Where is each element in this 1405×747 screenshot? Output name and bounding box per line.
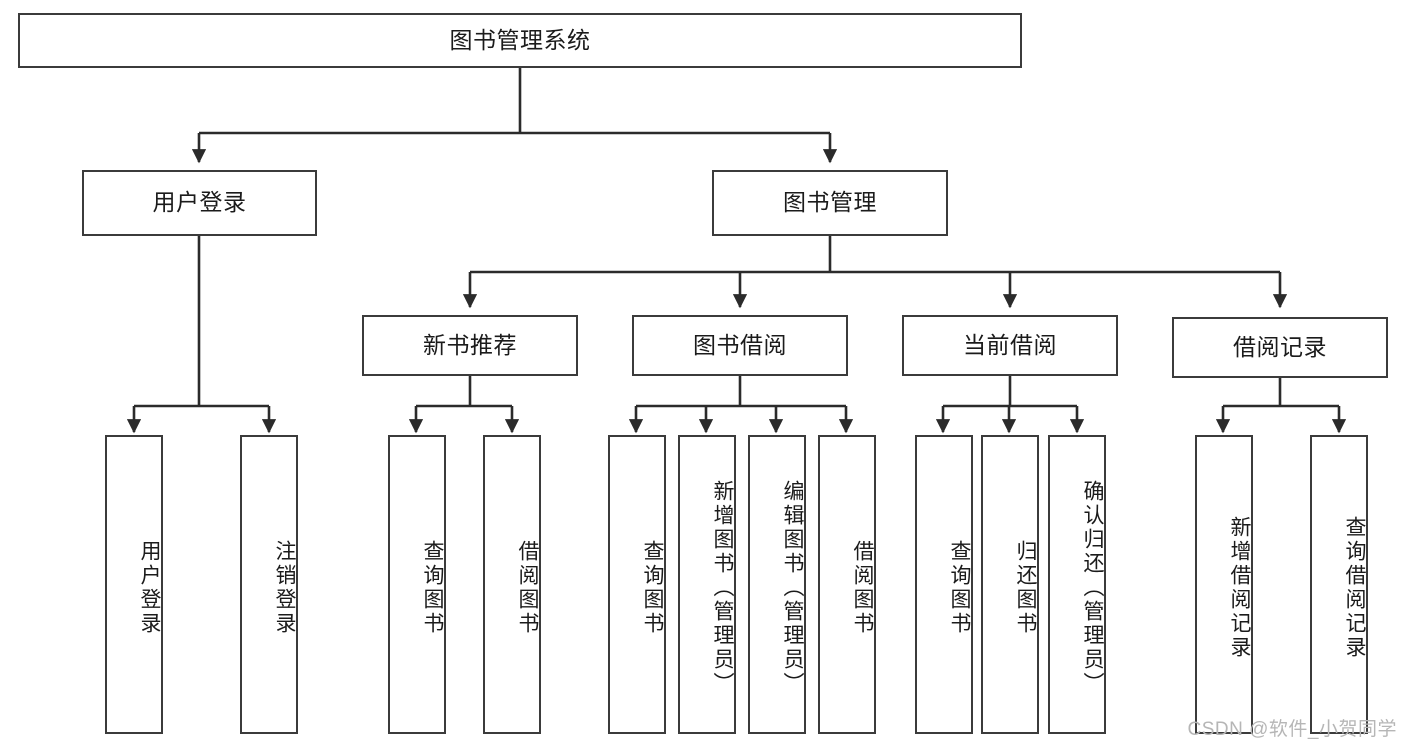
node-label: 图书管理系统 bbox=[449, 26, 591, 53]
node-label: 查询图书 bbox=[421, 539, 444, 636]
node-book-borrow[interactable]: 图书借阅 bbox=[632, 315, 848, 376]
node-label: 新书推荐 bbox=[423, 331, 517, 358]
node-label: 查询图书 bbox=[641, 539, 664, 636]
node-label: 图书管理 bbox=[783, 189, 877, 216]
node-label: 编辑图书（管理员） bbox=[781, 479, 804, 696]
node-label: 新增借阅记录 bbox=[1228, 515, 1251, 660]
leaf-current-borrow-query[interactable]: 查询图书 bbox=[915, 435, 973, 734]
node-label: 查询图书 bbox=[948, 539, 971, 636]
leaf-book-borrow-query[interactable]: 查询图书 bbox=[608, 435, 666, 734]
leaf-book-borrow-add[interactable]: 新增图书（管理员） bbox=[678, 435, 736, 734]
leaf-user-login-logout[interactable]: 注销登录 bbox=[240, 435, 298, 734]
node-label: 用户登录 bbox=[152, 189, 247, 216]
leaf-new-book-query[interactable]: 查询图书 bbox=[388, 435, 446, 734]
node-label: 借阅记录 bbox=[1233, 333, 1327, 360]
leaf-user-login-login[interactable]: 用户登录 bbox=[105, 435, 163, 734]
node-label: 借阅图书 bbox=[851, 539, 874, 636]
leaf-current-borrow-confirm-return[interactable]: 确认归还（管理员） bbox=[1048, 435, 1106, 734]
leaf-book-borrow-edit[interactable]: 编辑图书（管理员） bbox=[748, 435, 806, 734]
node-label: 图书借阅 bbox=[693, 331, 787, 358]
leaf-borrow-record-add[interactable]: 新增借阅记录 bbox=[1195, 435, 1253, 734]
node-borrow-record[interactable]: 借阅记录 bbox=[1172, 317, 1388, 378]
leaf-new-book-borrow[interactable]: 借阅图书 bbox=[483, 435, 541, 734]
leaf-borrow-record-query[interactable]: 查询借阅记录 bbox=[1310, 435, 1368, 734]
leaf-current-borrow-return[interactable]: 归还图书 bbox=[981, 435, 1039, 734]
node-label: 归还图书 bbox=[1014, 539, 1037, 636]
node-label: 当前借阅 bbox=[963, 331, 1057, 358]
leaf-book-borrow-borrow[interactable]: 借阅图书 bbox=[818, 435, 876, 734]
node-label: 注销登录 bbox=[273, 539, 296, 636]
node-label: 查询借阅记录 bbox=[1343, 515, 1366, 660]
node-user-login[interactable]: 用户登录 bbox=[82, 170, 317, 236]
node-label: 确认归还（管理员） bbox=[1081, 479, 1104, 696]
node-root-book-management-system[interactable]: 图书管理系统 bbox=[18, 13, 1022, 68]
node-label: 借阅图书 bbox=[516, 539, 539, 636]
node-label: 新增图书（管理员） bbox=[711, 479, 734, 696]
node-label: 用户登录 bbox=[138, 539, 161, 636]
node-book-management[interactable]: 图书管理 bbox=[712, 170, 948, 236]
node-current-borrow[interactable]: 当前借阅 bbox=[902, 315, 1118, 376]
node-new-book-recommend[interactable]: 新书推荐 bbox=[362, 315, 578, 376]
